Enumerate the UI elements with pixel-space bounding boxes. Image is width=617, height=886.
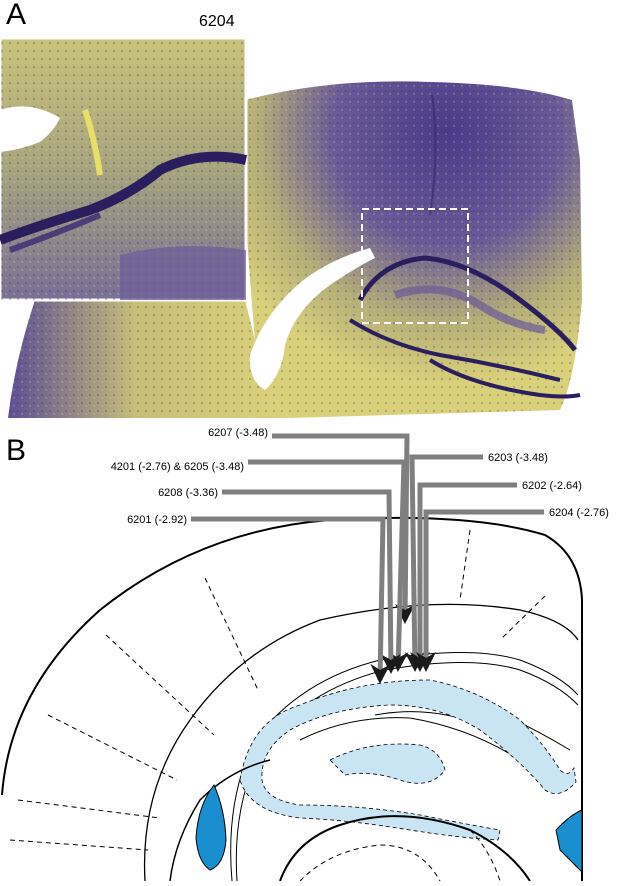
brain-outline — [1, 516, 583, 881]
electrode-track — [191, 516, 391, 684]
electrode-track — [416, 509, 544, 672]
atlas-diagram: 6207 (-3.48) 4201 (-2.76) & 6205 (-3.48) 6… — [1, 427, 609, 882]
dentate-gyrus — [239, 679, 577, 841]
electrode-track — [404, 454, 483, 672]
area-borders — [9, 529, 546, 851]
histology-image — [0, 36, 582, 418]
electrode-track — [222, 489, 401, 674]
lateral-ventricle-right — [555, 809, 583, 874]
inset-label: 6204 — [199, 13, 235, 30]
lateral-ventricle-left — [195, 784, 227, 871]
electrode-track — [248, 459, 409, 672]
electrode-track — [410, 482, 517, 672]
panel-b-letter: B — [6, 434, 27, 467]
electrode-label: 4201 (-2.76) & 6205 (-3.48) — [111, 461, 244, 473]
inset-image — [0, 36, 248, 302]
electrode-label: 6202 (-2.64) — [522, 480, 582, 492]
electrode-track — [272, 433, 416, 624]
electrode-label: 6201 (-2.92) — [127, 514, 187, 526]
panel-b-atlas: 6207 (-3.48) 4201 (-2.76) & 6205 (-3.48) 6… — [0, 425, 617, 882]
electrode-label: 6208 (-3.36) — [158, 487, 218, 499]
cortex-inner-outline — [143, 603, 579, 882]
panel-a-histology: A 6204 — [0, 0, 617, 425]
electrode-tracks: 6207 (-3.48) 4201 (-2.76) & 6205 (-3.48) 6… — [111, 427, 609, 684]
electrode-label: 6207 (-3.48) — [208, 427, 268, 439]
electrode-label: 6204 (-2.76) — [549, 507, 609, 519]
hippocampus-band — [357, 255, 577, 352]
panel-a-letter: A — [6, 0, 27, 31]
ventricle-cavity — [249, 248, 375, 390]
electrode-label: 6203 (-3.48) — [488, 452, 548, 464]
